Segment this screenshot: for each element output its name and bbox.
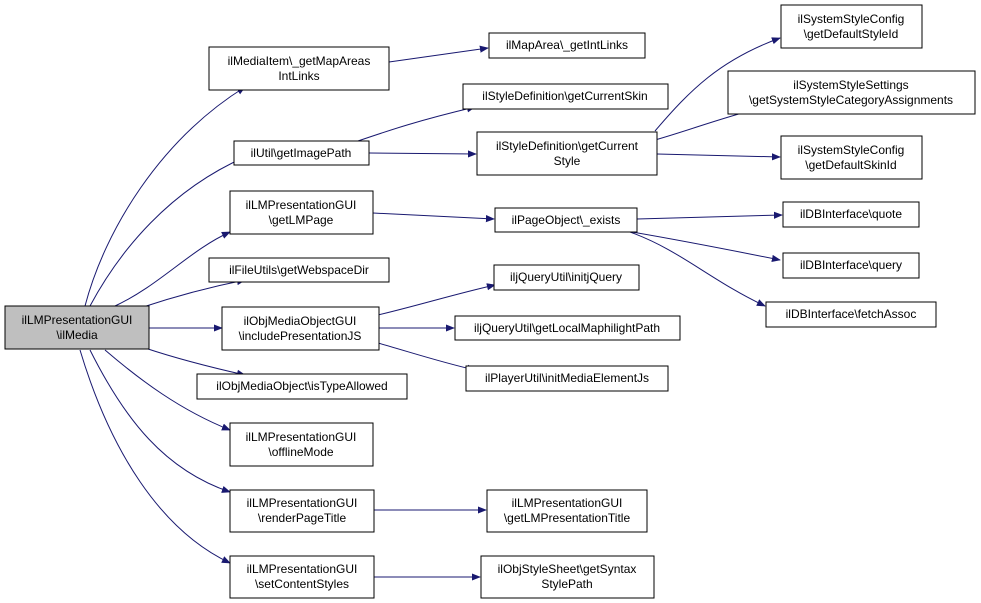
node-label-line: ilSystemStyleConfig [798, 143, 905, 157]
node-label-line: \getSystemStyleCategoryAssignments [749, 93, 953, 107]
node-label-line: ilStyleDefinition\getCurrent [496, 139, 639, 153]
node-label-line: IntLinks [278, 69, 319, 83]
edge-includePresentationJS-to-initjQuery [377, 283, 496, 316]
node-getLMPresentationTitle[interactable]: ilLMPresentationGUI \getLMPresentationTi… [486, 489, 648, 533]
node-label-line: ilMediaItem\_getMapAreas [228, 54, 371, 68]
node-label-line: ilSystemStyleSettings [793, 78, 908, 92]
node-label-line: ilLMPresentationGUI [22, 313, 133, 327]
node-initjQuery[interactable]: iljQueryUtil\initjQuery [493, 264, 640, 291]
node-label-line: ilDBInterface\quote [800, 207, 902, 221]
node-label-line: ilLMPresentationGUI [246, 430, 357, 444]
node-setContentStyles[interactable]: ilLMPresentationGUI \setContentStyles [229, 555, 375, 599]
node-label-line: iljQueryUtil\getLocalMaphilightPath [474, 321, 660, 335]
node-getMapAreasIntLinks[interactable]: ilMediaItem\_getMapAreas IntLinks [208, 46, 390, 91]
node-isTypeAllowed[interactable]: ilObjMediaObject\isTypeAllowed [196, 373, 408, 400]
edge-root-to-isTypeAllowed [144, 347, 246, 377]
node-label-line: ilDBInterface\fetchAssoc [786, 307, 917, 321]
node-label-line: ilPageObject\_exists [512, 213, 621, 227]
node-label-line: Style [554, 154, 581, 168]
node-label-line: ilSystemStyleConfig [798, 12, 905, 26]
edges [79, 37, 783, 581]
node-getLocalMaphilightPath[interactable]: iljQueryUtil\getLocalMaphilightPath [454, 315, 681, 341]
node-root-ilMedia[interactable]: ilLMPresentationGUI \ilMedia [4, 305, 150, 350]
edge-getCurrentStyle-to-getDefaultStyleId [654, 37, 781, 132]
node-label-line: \getDefaultStyleId [804, 27, 899, 41]
node-initMediaElementJs[interactable]: ilPlayerUtil\initMediaElementJs [465, 365, 669, 392]
node-getImagePath[interactable]: ilUtil\getImagePath [233, 140, 370, 166]
node-label-line: ilStyleDefinition\getCurrentSkin [482, 89, 647, 103]
node-label-line: ilMapArea\_getIntLinks [506, 38, 628, 52]
node-label-line: \offlineMode [268, 445, 333, 459]
nodes: ilLMPresentationGUI \ilMedia ilMediaItem… [4, 4, 976, 599]
edge-root-to-renderPageTitle [89, 349, 231, 493]
node-getLMPage[interactable]: ilLMPresentationGUI \getLMPage [229, 190, 374, 235]
node-getWebspaceDir[interactable]: ilFileUtils\getWebspaceDir [208, 257, 390, 283]
node-label-line: \getDefaultSkinId [805, 158, 896, 172]
edge-root-to-getWebspaceDir [139, 278, 246, 309]
node-getIntLinks[interactable]: ilMapArea\_getIntLinks [488, 32, 646, 59]
node-getSystemStyleCategoryAssignments[interactable]: ilSystemStyleSettings \getSystemStyleCat… [727, 70, 976, 115]
edge-getImagePath-to-getCurrentSkin [354, 105, 476, 143]
edge-pageExists-to-quote [636, 211, 783, 220]
node-label-line: ilObjStyleSheet\getSyntax [498, 562, 637, 576]
edge-getCurrentStyle-to-getDefaultSkinId [656, 153, 781, 161]
edge-root-to-getMapAreasIntLinks [84, 86, 246, 307]
edge-root-to-getImagePath [89, 156, 246, 307]
edge-root-to-offlineMode [104, 349, 231, 431]
node-label-line: \renderPageTitle [258, 511, 347, 525]
node-label-line: ilLMPresentationGUI [246, 198, 357, 212]
edge-pageExists-to-query [619, 229, 781, 262]
node-offlineMode[interactable]: ilLMPresentationGUI \offlineMode [229, 422, 374, 467]
node-label-line: iljQueryUtil\initjQuery [510, 270, 622, 284]
edge-root-to-setContentStyles [79, 349, 231, 564]
edge-getImagePath-to-getCurrentStyle [368, 150, 477, 158]
node-includePresentationJS[interactable]: ilObjMediaObjectGUI \includePresentation… [221, 306, 380, 351]
edge-pageExists-to-fetchAssoc [629, 231, 766, 307]
node-label-line: ilDBInterface\query [800, 258, 902, 272]
node-getCurrentSkin[interactable]: ilStyleDefinition\getCurrentSkin [462, 83, 669, 110]
node-pageExists[interactable]: ilPageObject\_exists [494, 207, 638, 233]
node-getDefaultStyleId[interactable]: ilSystemStyleConfig \getDefaultStyleId [780, 4, 923, 49]
edge-includePresentationJS-to-initMediaElementJs [377, 342, 476, 372]
node-label-line: ilPlayerUtil\initMediaElementJs [485, 371, 649, 385]
node-fetchAssoc[interactable]: ilDBInterface\fetchAssoc [765, 301, 937, 328]
edge-getLMPage-to-pageExists [372, 212, 495, 223]
node-label-line: StylePath [541, 577, 592, 591]
node-getSyntaxStylePath[interactable]: ilObjStyleSheet\getSyntax StylePath [480, 555, 655, 599]
node-label-line: \getLMPresentationTitle [504, 511, 631, 525]
node-label-line: ilLMPresentationGUI [512, 496, 623, 510]
node-label-line: ilObjMediaObjectGUI [244, 314, 357, 328]
node-getDefaultSkinId[interactable]: ilSystemStyleConfig \getDefaultSkinId [780, 135, 923, 180]
node-label-line: \includePresentationJS [239, 329, 362, 343]
node-quote[interactable]: ilDBInterface\quote [782, 201, 920, 228]
node-getCurrentStyle[interactable]: ilStyleDefinition\getCurrent Style [476, 131, 658, 176]
node-label-line: ilLMPresentationGUI [247, 562, 358, 576]
node-label-line: ilFileUtils\getWebspaceDir [229, 263, 369, 277]
node-renderPageTitle[interactable]: ilLMPresentationGUI \renderPageTitle [229, 489, 375, 533]
node-label-line: \getLMPage [269, 213, 334, 227]
edge-getMapAreasIntLinks-to-getIntLinks [388, 45, 489, 63]
node-label-line: \ilMedia [56, 328, 98, 342]
edge-root-to-getLMPage [114, 231, 231, 307]
node-query[interactable]: ilDBInterface\query [782, 252, 920, 279]
node-label-line: \setContentStyles [255, 577, 349, 591]
node-label-line: ilUtil\getImagePath [251, 146, 352, 160]
node-label-line: ilObjMediaObject\isTypeAllowed [216, 379, 387, 393]
node-label-line: ilLMPresentationGUI [247, 496, 358, 510]
